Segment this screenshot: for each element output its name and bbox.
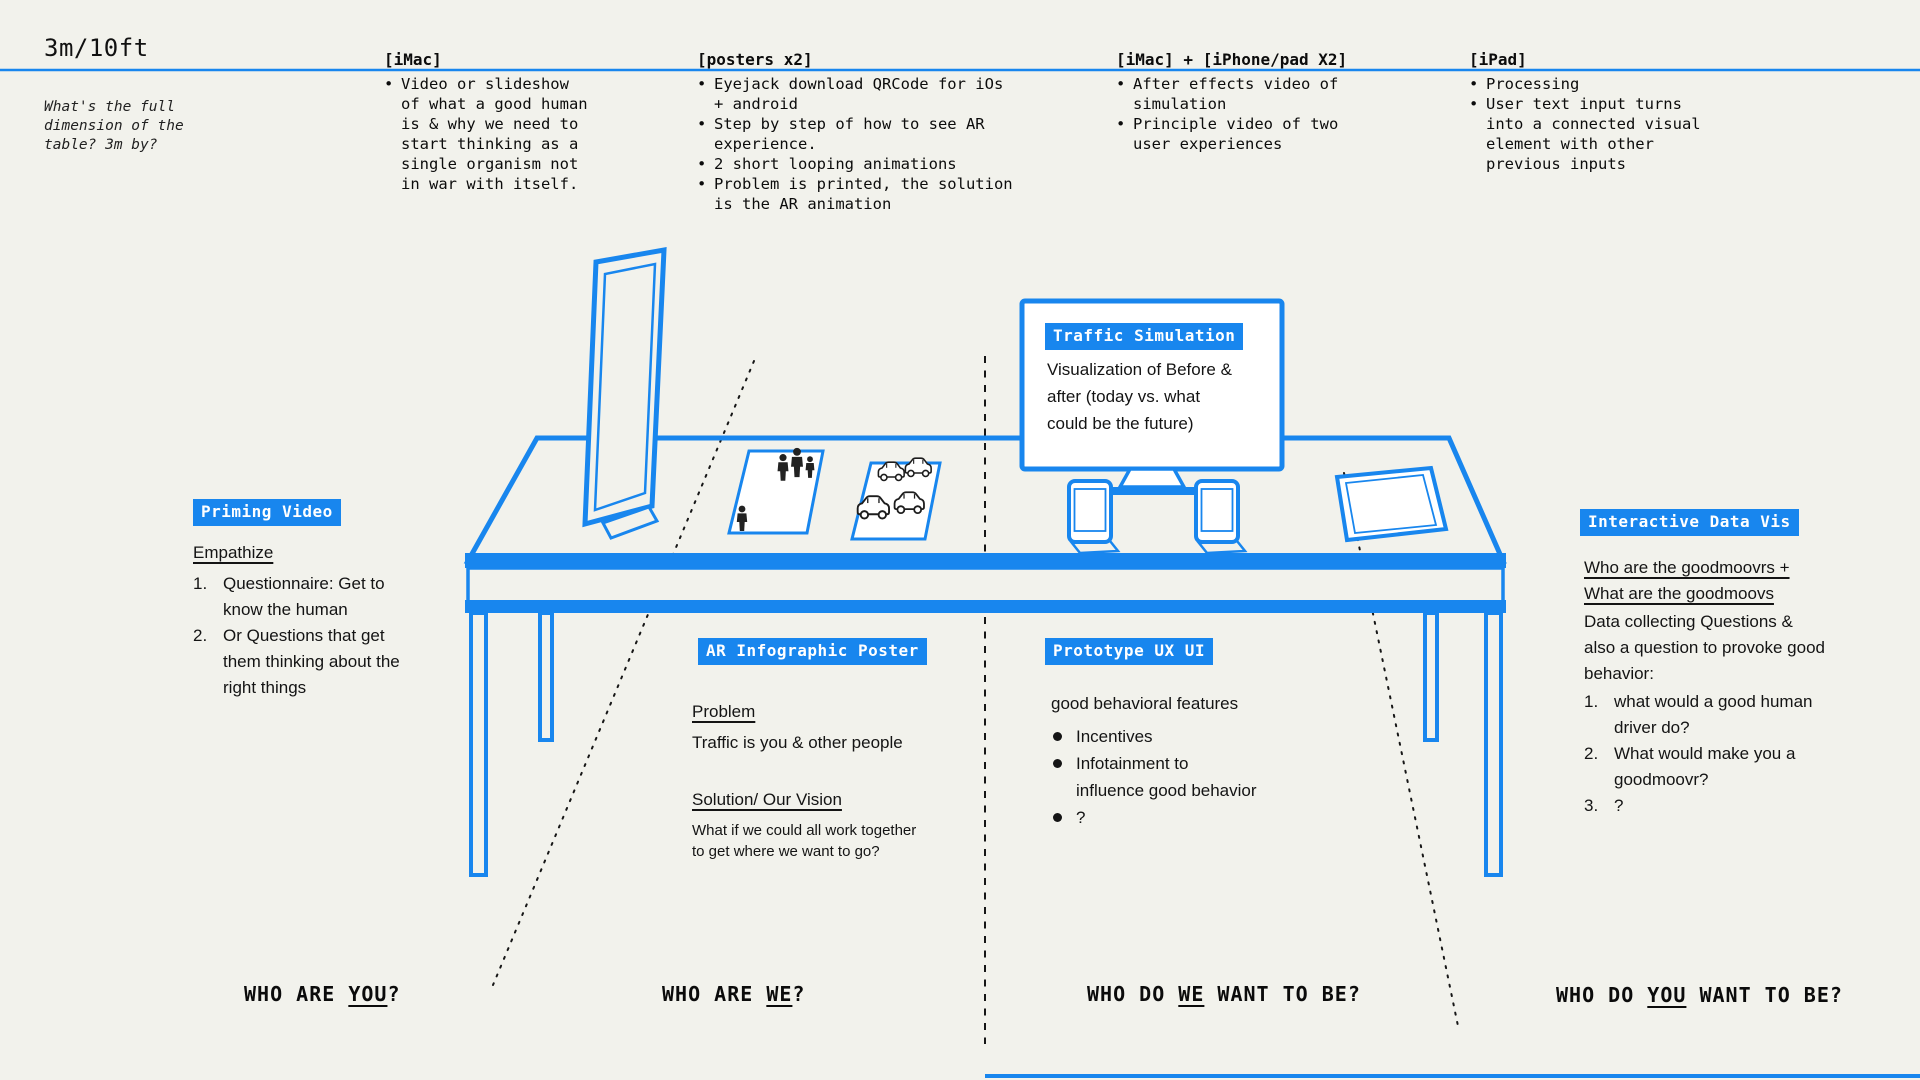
zone-question-who-do-you-want-to-be: WHO DO YOU WANT TO BE? <box>1556 983 1843 1007</box>
scale-label: 3m/10ft <box>44 34 149 62</box>
table-leg <box>538 611 554 742</box>
prototype-list: Incentives Infotainment to influence goo… <box>1051 723 1291 831</box>
data-vis-heading-line2: What are the goodmoovs <box>1584 584 1774 603</box>
device-column-ipad: [iPad] Processing User text input turns … <box>1469 50 1714 174</box>
device-tag: [iMac] + [iPhone/pad X2] <box>1116 50 1348 69</box>
question-text: ? <box>387 982 401 1006</box>
device-tag: [posters x2] <box>697 50 813 69</box>
phone-icons <box>1067 479 1248 555</box>
data-vis-item: What would make you a goodmoovr? <box>1584 741 1796 789</box>
table-leg <box>1423 611 1439 742</box>
device-column-posters: [posters x2] Eyejack download QRCode for… <box>697 50 1027 214</box>
device-note-item: Step by step of how to see AR experience… <box>697 114 1027 154</box>
device-note-item: User text input turns into a connected v… <box>1469 94 1714 174</box>
device-notes: Processing User text input turns into a … <box>1469 74 1714 174</box>
question-emphasis: YOU <box>348 982 388 1006</box>
device-note-item: Problem is printed, the solution is the … <box>697 174 1027 214</box>
data-vis-notes: Who are the goodmoovrs + What are the go… <box>1584 555 1844 819</box>
device-column-imac-iphone: [iMac] + [iPhone/pad X2] After effects v… <box>1116 50 1356 154</box>
ar-poster-people-icon <box>727 447 825 535</box>
ar-problem-body: Traffic is you & other people <box>692 733 903 752</box>
prototype-item: ? <box>1051 804 1291 831</box>
ipad-icon <box>1334 465 1449 543</box>
device-note-item: After effects video of simulation <box>1116 74 1356 114</box>
data-vis-item: what would a good human driver do? <box>1584 689 1813 737</box>
station-label-traffic-simulation: Traffic Simulation <box>1045 323 1244 350</box>
question-text: WANT TO BE? <box>1204 982 1361 1006</box>
question-emphasis: YOU <box>1647 983 1687 1007</box>
phone-icon <box>1194 479 1248 555</box>
table <box>463 435 1507 877</box>
priming-item: Or Questions that get them thinking abou… <box>193 623 400 697</box>
priming-heading: Empathize <box>193 543 274 562</box>
zone-question-who-are-you: WHO ARE YOU? <box>244 982 401 1006</box>
traffic-simulation-notes: Visualization of Before & after (today v… <box>1047 360 1232 433</box>
station-label-ar-poster: AR Infographic Poster <box>698 638 927 665</box>
ar-solution-note: What if we could all work together to ge… <box>692 822 917 860</box>
question-emphasis: WE <box>766 982 793 1006</box>
device-notes: Video or slideshow of what a good human … <box>384 74 599 194</box>
device-tag: [iMac] <box>384 50 442 69</box>
data-vis-body: Data collecting Questions & also a quest… <box>1584 612 1826 683</box>
station-label-interactive-data-vis: Interactive Data Vis <box>1580 509 1799 536</box>
device-column-imac: [iMac] Video or slideshow of what a good… <box>384 50 599 194</box>
device-notes: Eyejack download QRCode for iOs + androi… <box>697 74 1027 214</box>
question-text: WHO DO <box>1556 983 1648 1007</box>
device-note-item: Video or slideshow of what a good human … <box>384 74 599 194</box>
priming-list: Questionnaire: Get to know the human Or … <box>193 571 428 701</box>
station-label-priming-video: Priming Video <box>193 499 341 526</box>
ar-problem-heading: Problem <box>692 702 756 721</box>
zone-question-who-are-we: WHO ARE WE? <box>662 982 805 1006</box>
prototype-item: Infotainment to influence good behavior <box>1051 750 1291 804</box>
ar-poster-notes: Problem Traffic is you & other people So… <box>692 699 987 862</box>
question-text: WHO ARE <box>244 982 349 1006</box>
device-note-item: 2 short looping animations <box>697 154 1027 174</box>
data-vis-heading-line1: Who are the goodmoovrs + <box>1584 558 1790 577</box>
device-note-item: Eyejack download QRCode for iOs + androi… <box>697 74 1027 114</box>
ar-solution-heading: Solution/ Our Vision <box>692 790 842 809</box>
ar-poster-cars-icon <box>850 457 942 541</box>
question-text: WHO DO <box>1087 982 1179 1006</box>
device-notes: After effects video of simulation Princi… <box>1116 74 1356 154</box>
priming-video-display-icon <box>582 246 667 540</box>
question-emphasis: WE <box>1178 982 1205 1006</box>
dimension-note: What's the full dimension of the table? … <box>44 99 184 153</box>
device-note-item: Processing <box>1469 74 1714 94</box>
question-text: WANT TO BE? <box>1686 983 1843 1007</box>
data-vis-list: what would a good human driver do? What … <box>1584 689 1844 819</box>
zone-question-who-do-we-want-to-be: WHO DO WE WANT TO BE? <box>1087 982 1361 1006</box>
table-leg <box>469 611 488 877</box>
station-label-prototype-ux-ui: Prototype UX UI <box>1045 638 1213 665</box>
priming-video-notes: Empathize Questionnaire: Get to know the… <box>193 540 428 701</box>
question-text: WHO ARE <box>662 982 767 1006</box>
device-note-item: Principle video of two user experiences <box>1116 114 1356 154</box>
prototype-item: Incentives <box>1051 723 1291 750</box>
phone-icon <box>1067 479 1121 555</box>
data-vis-item: ? <box>1584 793 1624 819</box>
device-tag: [iPad] <box>1469 50 1527 69</box>
table-leg <box>1484 611 1503 877</box>
prototype-notes: good behavioral features Incentives Info… <box>1051 691 1291 831</box>
prototype-heading: good behavioral features <box>1051 694 1239 713</box>
priming-item: Questionnaire: Get to know the human <box>193 571 385 619</box>
question-text: ? <box>792 982 806 1006</box>
